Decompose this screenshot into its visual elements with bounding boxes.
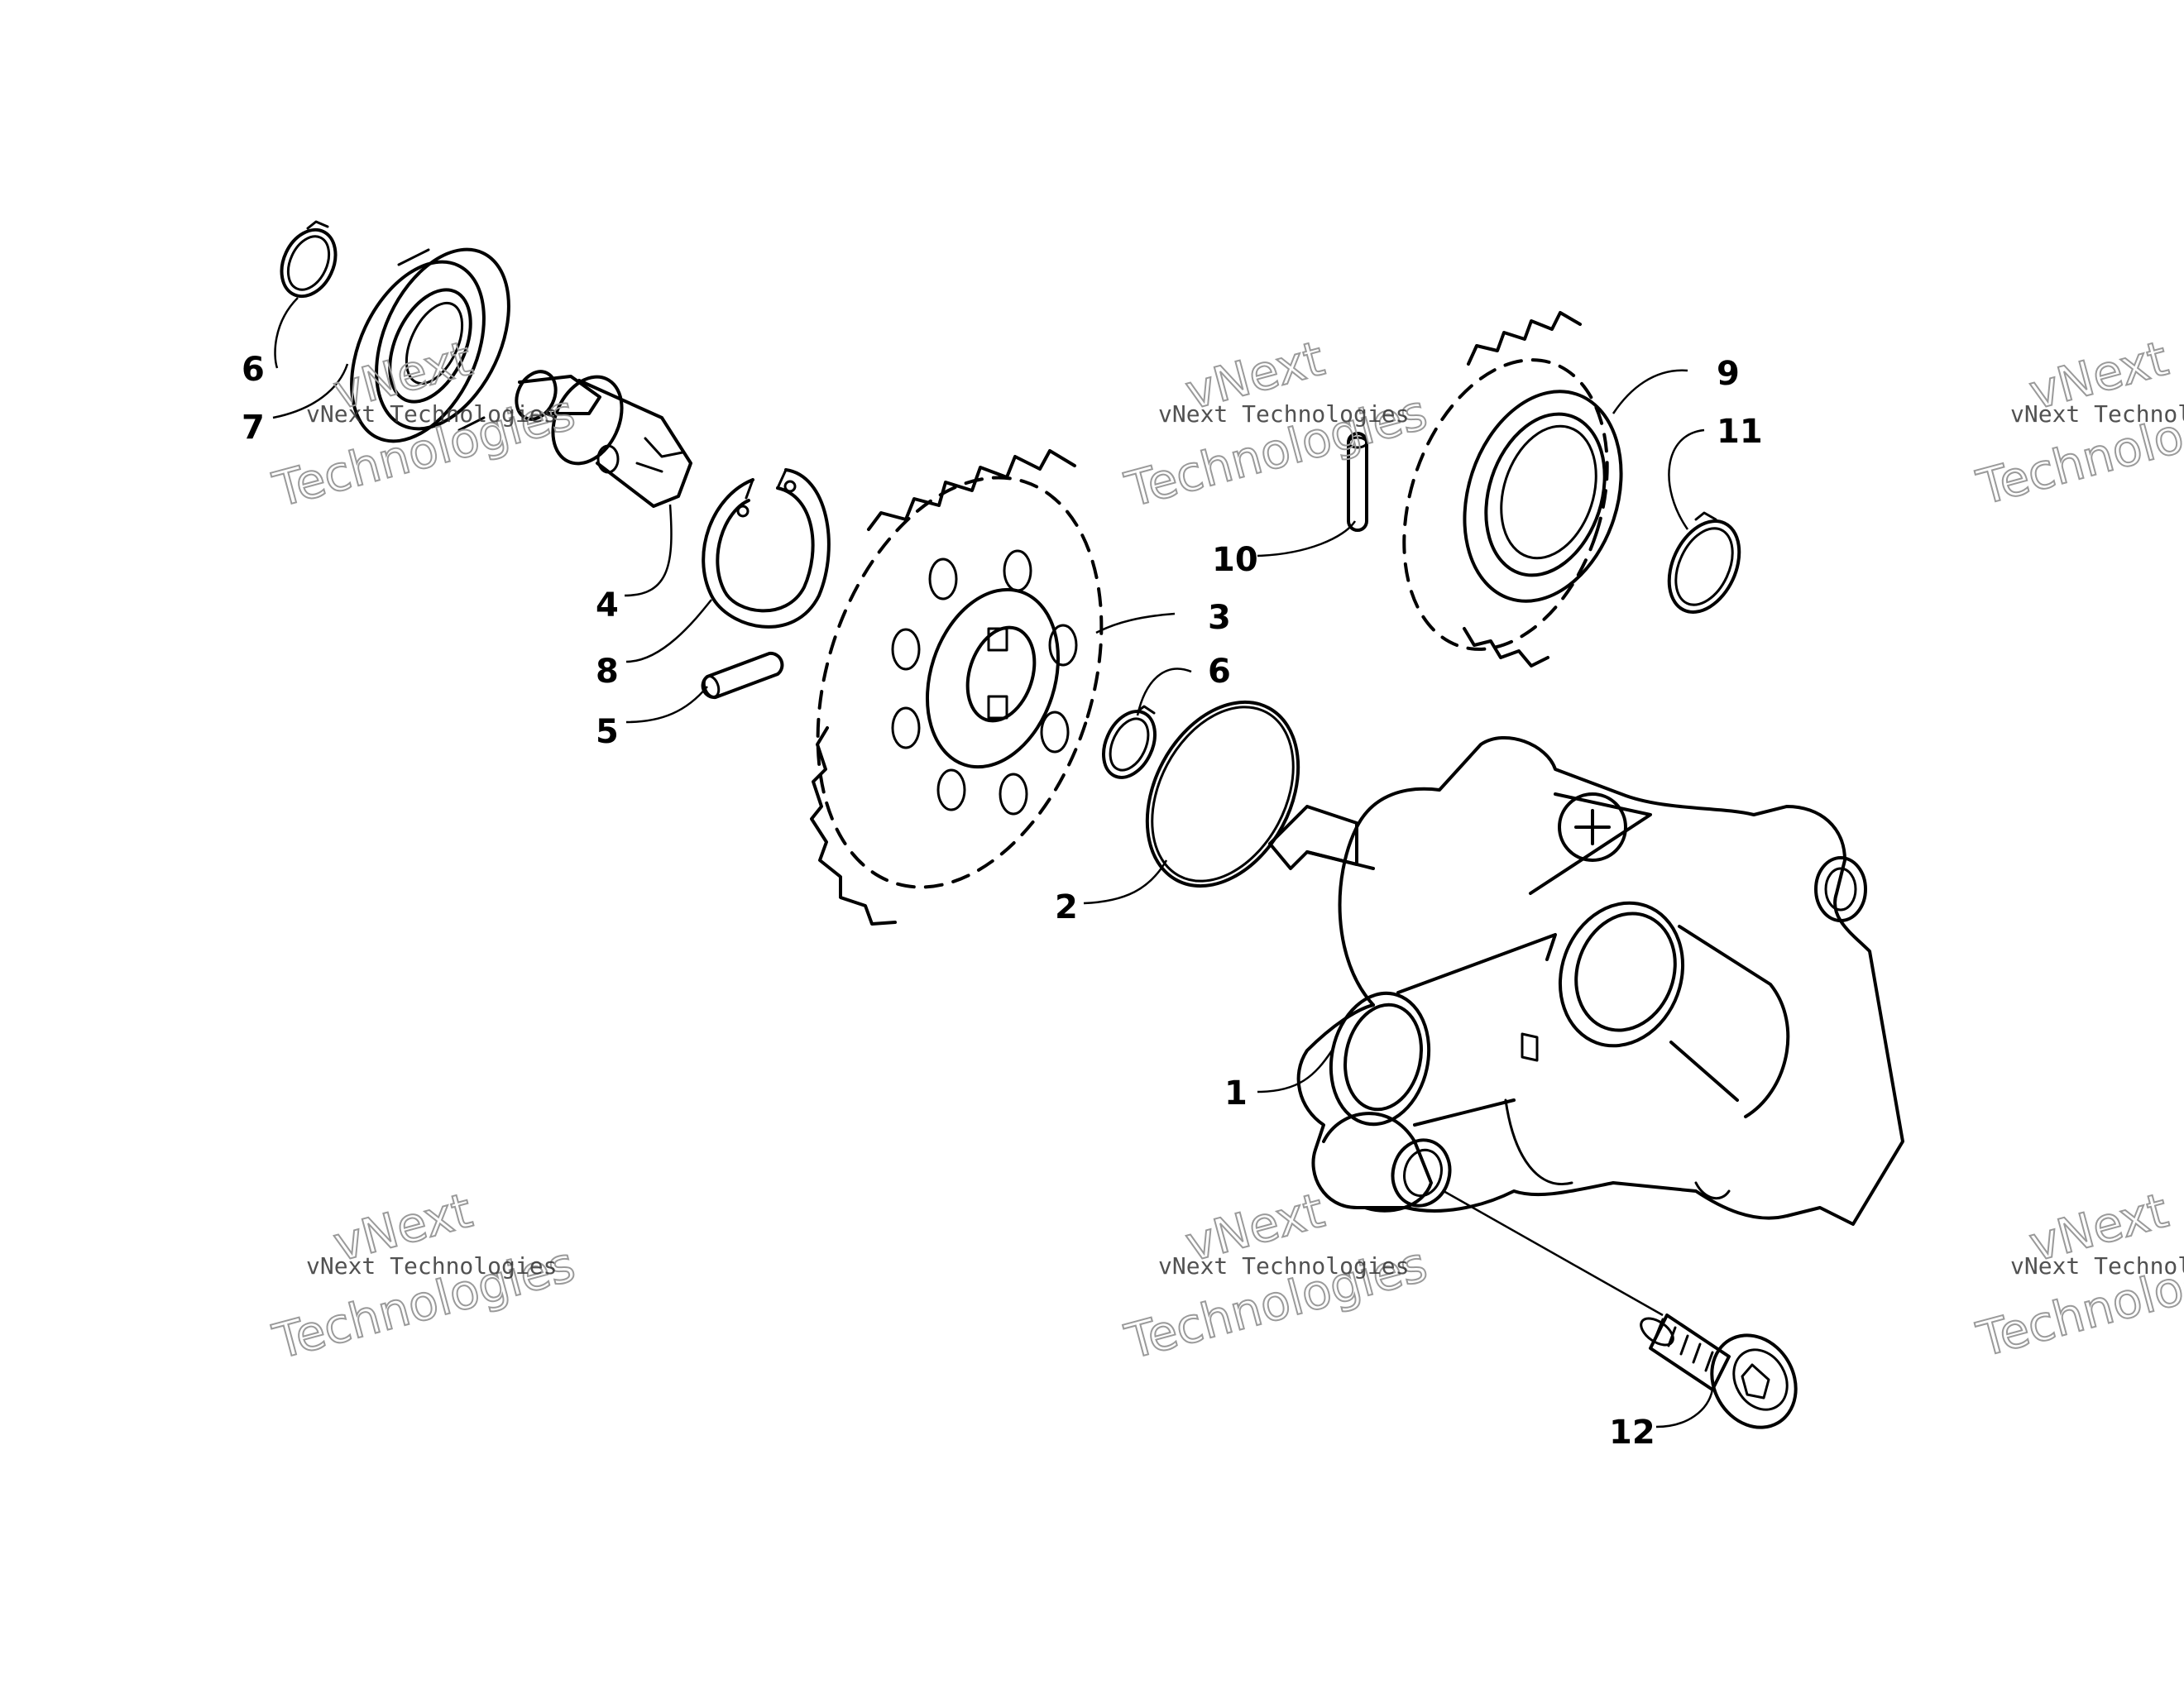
callout-6-mid: 6: [1208, 653, 1231, 691]
watermark-bottom-center: vNext Technologies vNext Technologies: [1118, 1181, 1433, 1371]
part-4-shaft: [515, 370, 692, 508]
part-3-gear: [810, 449, 1104, 926]
callout-2: 2: [1055, 888, 1078, 926]
callout-8: 8: [596, 653, 619, 691]
svg-text:vNext Technologies: vNext Technologies: [2010, 1252, 2184, 1280]
leader-2: [1083, 859, 1168, 905]
callout-7: 7: [242, 409, 265, 447]
watermark-top-right: vNext Technologies vNext Technologies: [1971, 329, 2184, 517]
leader-1: [1257, 1050, 1334, 1093]
leader-3: [1095, 612, 1176, 634]
leader-lines: [272, 297, 1714, 1428]
callout-10: 10: [1212, 541, 1258, 579]
part-11-snap-ring: [1667, 511, 1741, 614]
part-7-bearing: [350, 247, 510, 443]
callout-12: 12: [1609, 1414, 1655, 1452]
callout-6-top: 6: [242, 351, 265, 389]
callout-9: 9: [1717, 355, 1740, 393]
leader-5: [625, 686, 708, 724]
callout-1: 1: [1224, 1074, 1248, 1113]
leader-12: [1655, 1389, 1714, 1428]
watermark-top-left: vNext Technologies vNext Technologies: [266, 329, 581, 519]
leader-9: [1612, 369, 1688, 414]
callout-4: 4: [596, 586, 619, 624]
leader-8: [625, 599, 712, 663]
part-6-snap-ring-middle: [1102, 705, 1157, 779]
callout-5: 5: [596, 713, 619, 751]
svg-text:vNext Technologies: vNext Technologies: [306, 400, 557, 428]
part-8-circlip: [702, 468, 831, 629]
part-2-o-ring: [1145, 700, 1300, 888]
svg-text:vNext Technologies: vNext Technologies: [2010, 400, 2184, 428]
callouts: 6 7 4 8 5 3 6 2 10 9 11 1 12: [242, 351, 1763, 1452]
watermark-top-center: vNext Technologies vNext Technologies: [1118, 329, 1433, 519]
leader-12-arrow: [1443, 1189, 1664, 1317]
leader-6-top: [274, 297, 299, 369]
part-5-pin: [701, 651, 784, 700]
leader-11: [1668, 428, 1705, 530]
leader-4: [624, 504, 673, 597]
leader-6-mid: [1136, 668, 1192, 716]
svg-text:vNext Technologies: vNext Technologies: [306, 1252, 557, 1280]
callout-11: 11: [1717, 413, 1763, 451]
svg-text:vNext Technologies: vNext Technologies: [1158, 1252, 1409, 1280]
part-9-gear-ring: [1402, 311, 1623, 668]
watermark-bottom-right: vNext Technologies vNext Technologies: [1971, 1181, 2184, 1369]
part-6-snap-ring-top: [280, 220, 338, 299]
part-10-pin: [1347, 432, 1368, 532]
svg-text:vNext Technologies: vNext Technologies: [1158, 400, 1409, 428]
part-12-bolt: [1640, 1314, 1798, 1429]
leader-10: [1257, 520, 1357, 557]
part-1-pump-housing: [1268, 736, 1904, 1226]
callout-3: 3: [1208, 599, 1231, 637]
watermark-bottom-left: vNext Technologies vNext Technologies: [266, 1181, 581, 1371]
leader-7: [272, 363, 349, 419]
